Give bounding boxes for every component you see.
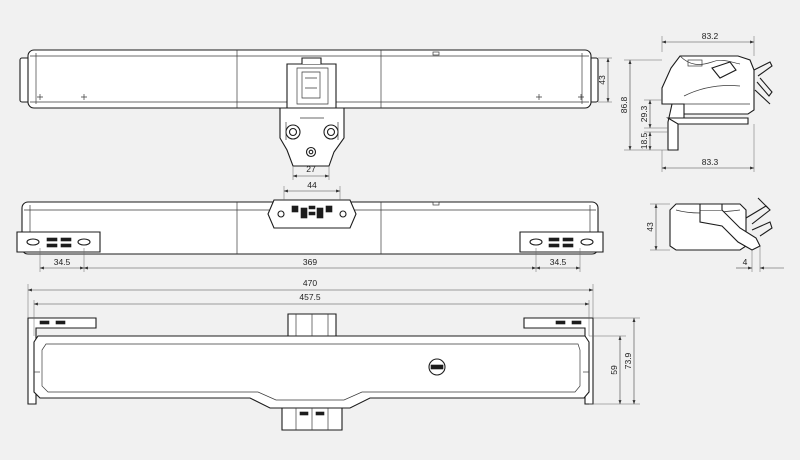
dim-label-369: 369 [303, 257, 317, 267]
drive-head-under-bottom [281, 407, 343, 431]
dim-label-43-top: 43 [597, 75, 607, 85]
dim-front-spacing: 34.5 369 34.5 [39, 248, 581, 272]
dim-label-83-2: 83.2 [702, 31, 719, 41]
dim-457-5: 457.5 [33, 292, 590, 336]
dim-label-83-3: 83.3 [702, 157, 719, 167]
dim-73-9: 73.9 [593, 317, 640, 405]
side-profile-top [661, 55, 773, 151]
dim-label-457-5: 457.5 [299, 292, 321, 302]
bracket-left-front [16, 231, 101, 253]
dim-label-34-5-left: 34.5 [54, 257, 71, 267]
center-connector-front [267, 199, 357, 229]
dim-label-4: 4 [743, 257, 748, 267]
side-view-bottom: 43 4 [645, 197, 784, 272]
dim-83-3: 83.3 [661, 124, 755, 172]
drive-head-top-bottom [287, 313, 337, 337]
lock-knob-icon [428, 358, 446, 376]
dim-label-73-9: 73.9 [623, 352, 633, 369]
dim-label-44: 44 [307, 180, 317, 190]
dim-label-43-bottom: 43 [645, 222, 655, 232]
front-view-actuator: 44 34.5 369 34.5 [16, 180, 604, 272]
dim-470: 470 [27, 278, 594, 318]
bottom-view-actuator: 470 457.5 59 73.9 [27, 278, 640, 431]
dim-83-2: 83.2 [661, 31, 755, 56]
dim-label-86-8: 86.8 [619, 96, 629, 113]
mounting-bracket-left-bottom [27, 317, 97, 405]
bracket-right-front [519, 231, 604, 253]
dim-label-470: 470 [303, 278, 317, 288]
dim-label-27: 27 [306, 164, 316, 174]
dim-44: 44 [283, 180, 341, 200]
dim-29-3: 29.3 [639, 99, 668, 129]
actuator-body-bottom [33, 335, 590, 409]
dim-59: 59 [589, 335, 640, 405]
dim-4: 4 [736, 246, 784, 272]
bracket-top-view [279, 107, 345, 167]
dim-43-bottom: 43 [645, 203, 670, 251]
drive-chain-head-top [286, 57, 337, 109]
side-view-top: 83.2 83.3 86.8 29.3 18.5 [597, 31, 773, 172]
dim-label-18-5: 18.5 [639, 132, 649, 149]
dim-27: 27 [292, 164, 330, 180]
dim-86-8: 86.8 [619, 59, 668, 151]
top-view-actuator: 27 [19, 49, 599, 180]
dim-label-59: 59 [609, 365, 619, 375]
dim-18-5: 18.5 [639, 131, 668, 151]
dim-label-29-3: 29.3 [639, 105, 649, 122]
dim-label-34-5-right: 34.5 [550, 257, 567, 267]
dim-43-top: 43 [597, 57, 612, 103]
side-profile-bottom [669, 197, 773, 251]
